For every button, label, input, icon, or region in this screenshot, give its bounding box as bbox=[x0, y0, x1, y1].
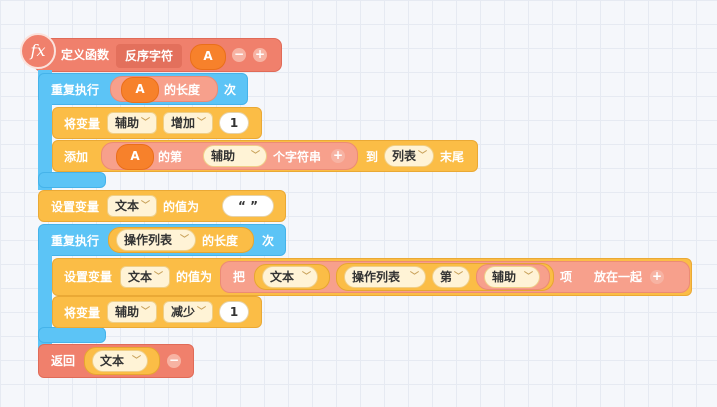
join-index-variable-dropdown[interactable]: 辅助﹀ bbox=[484, 266, 540, 288]
set-var-1-label: 设置变量 bbox=[51, 200, 100, 214]
chevron-down-icon: ﹀ bbox=[140, 307, 150, 317]
repeat-2-list-dropdown[interactable]: 操作列表﹀ bbox=[116, 229, 196, 251]
change-var-1-op-dropdown[interactable]: 增加﹀ bbox=[163, 112, 213, 134]
chevron-down-icon: ﹀ bbox=[196, 307, 206, 317]
add-param-icon[interactable]: + bbox=[253, 47, 267, 62]
chevron-down-icon: ﹀ bbox=[301, 272, 311, 282]
item-label-dropdown[interactable]: 第﹀ bbox=[432, 266, 470, 288]
return-label: 返回 bbox=[51, 354, 76, 368]
add-of-label: 的第 bbox=[158, 150, 183, 164]
target-list-dropdown[interactable]: 列表﹀ bbox=[384, 145, 434, 167]
repeat-2-length-label: 的长度 bbox=[202, 234, 239, 248]
chevron-down-icon: ﹀ bbox=[196, 118, 206, 128]
chevron-down-icon: ﹀ bbox=[131, 356, 141, 366]
repeat-1-times-label: 次 bbox=[224, 83, 237, 97]
set-var-1-variable-dropdown[interactable]: 文本﹀ bbox=[107, 195, 157, 217]
define-function-label: 定义函数 bbox=[61, 48, 110, 62]
set-var-2-value-label: 的值为 bbox=[176, 270, 213, 284]
chevron-down-icon: ﹀ bbox=[523, 272, 533, 282]
repeat-2-times-label: 次 bbox=[262, 234, 275, 248]
chevron-down-icon: ﹀ bbox=[153, 272, 163, 282]
add-char-label: 个字符串 bbox=[273, 150, 322, 164]
repeat-2-label: 重复执行 bbox=[51, 234, 100, 248]
chevron-down-icon: ﹀ bbox=[140, 118, 150, 128]
repeat-2-rail bbox=[38, 250, 52, 350]
add-to-label: 到 bbox=[366, 150, 379, 164]
function-param-a[interactable]: A bbox=[190, 44, 226, 70]
change-var-1-variable-dropdown[interactable]: 辅助﹀ bbox=[107, 112, 157, 134]
join-var-dropdown[interactable]: 文本﹀ bbox=[262, 266, 318, 288]
change-var-1-label: 将变量 bbox=[64, 117, 101, 131]
add-param-a[interactable]: A bbox=[116, 144, 154, 170]
repeat-1-param-a[interactable]: A bbox=[121, 77, 159, 103]
repeat-1-label: 重复执行 bbox=[51, 83, 100, 97]
add-label: 添加 bbox=[64, 150, 89, 164]
item-suffix-label: 项 bbox=[560, 270, 573, 284]
return-variable-dropdown[interactable]: 文本﹀ bbox=[92, 350, 148, 372]
together-label: 放在一起 bbox=[594, 270, 643, 284]
remove-param-icon[interactable]: − bbox=[232, 47, 246, 62]
repeat-1-footer bbox=[38, 172, 106, 188]
set-var-1-value-label: 的值为 bbox=[163, 200, 200, 214]
set-var-2-label: 设置变量 bbox=[64, 270, 113, 284]
join-list-dropdown[interactable]: 操作列表﹀ bbox=[344, 266, 426, 288]
repeat-2-footer bbox=[38, 327, 106, 343]
repeat-1-rail bbox=[38, 100, 52, 180]
chevron-down-icon: ﹀ bbox=[453, 272, 463, 282]
add-char-plus-icon[interactable]: + bbox=[331, 148, 345, 163]
change-var-2-op-dropdown[interactable]: 减少﹀ bbox=[163, 301, 213, 323]
chevron-down-icon: ﹀ bbox=[179, 235, 189, 245]
chevron-down-icon: ﹀ bbox=[250, 151, 260, 161]
add-index-variable-dropdown[interactable]: 辅助﹀ bbox=[203, 145, 267, 167]
set-var-1-text-input[interactable]: “ ” bbox=[222, 195, 274, 217]
change-var-2-variable-dropdown[interactable]: 辅助﹀ bbox=[107, 301, 157, 323]
chevron-down-icon: ﹀ bbox=[417, 151, 427, 161]
join-plus-icon[interactable]: + bbox=[650, 269, 664, 284]
fx-icon: fx bbox=[20, 33, 56, 69]
change-var-1-value-input[interactable]: 1 bbox=[219, 112, 249, 134]
repeat-1-length-label: 的长度 bbox=[164, 83, 201, 97]
change-var-2-value-input[interactable]: 1 bbox=[219, 301, 249, 323]
remove-return-icon[interactable]: − bbox=[167, 353, 181, 368]
chevron-down-icon: ﹀ bbox=[409, 272, 419, 282]
add-end-label: 末尾 bbox=[440, 150, 465, 164]
function-name-field[interactable]: 反序字符 bbox=[116, 44, 182, 68]
set-var-2-variable-dropdown[interactable]: 文本﹀ bbox=[120, 266, 170, 288]
chevron-down-icon: ﹀ bbox=[140, 201, 150, 211]
change-var-2-label: 将变量 bbox=[64, 306, 101, 320]
join-label: 把 bbox=[233, 270, 246, 284]
